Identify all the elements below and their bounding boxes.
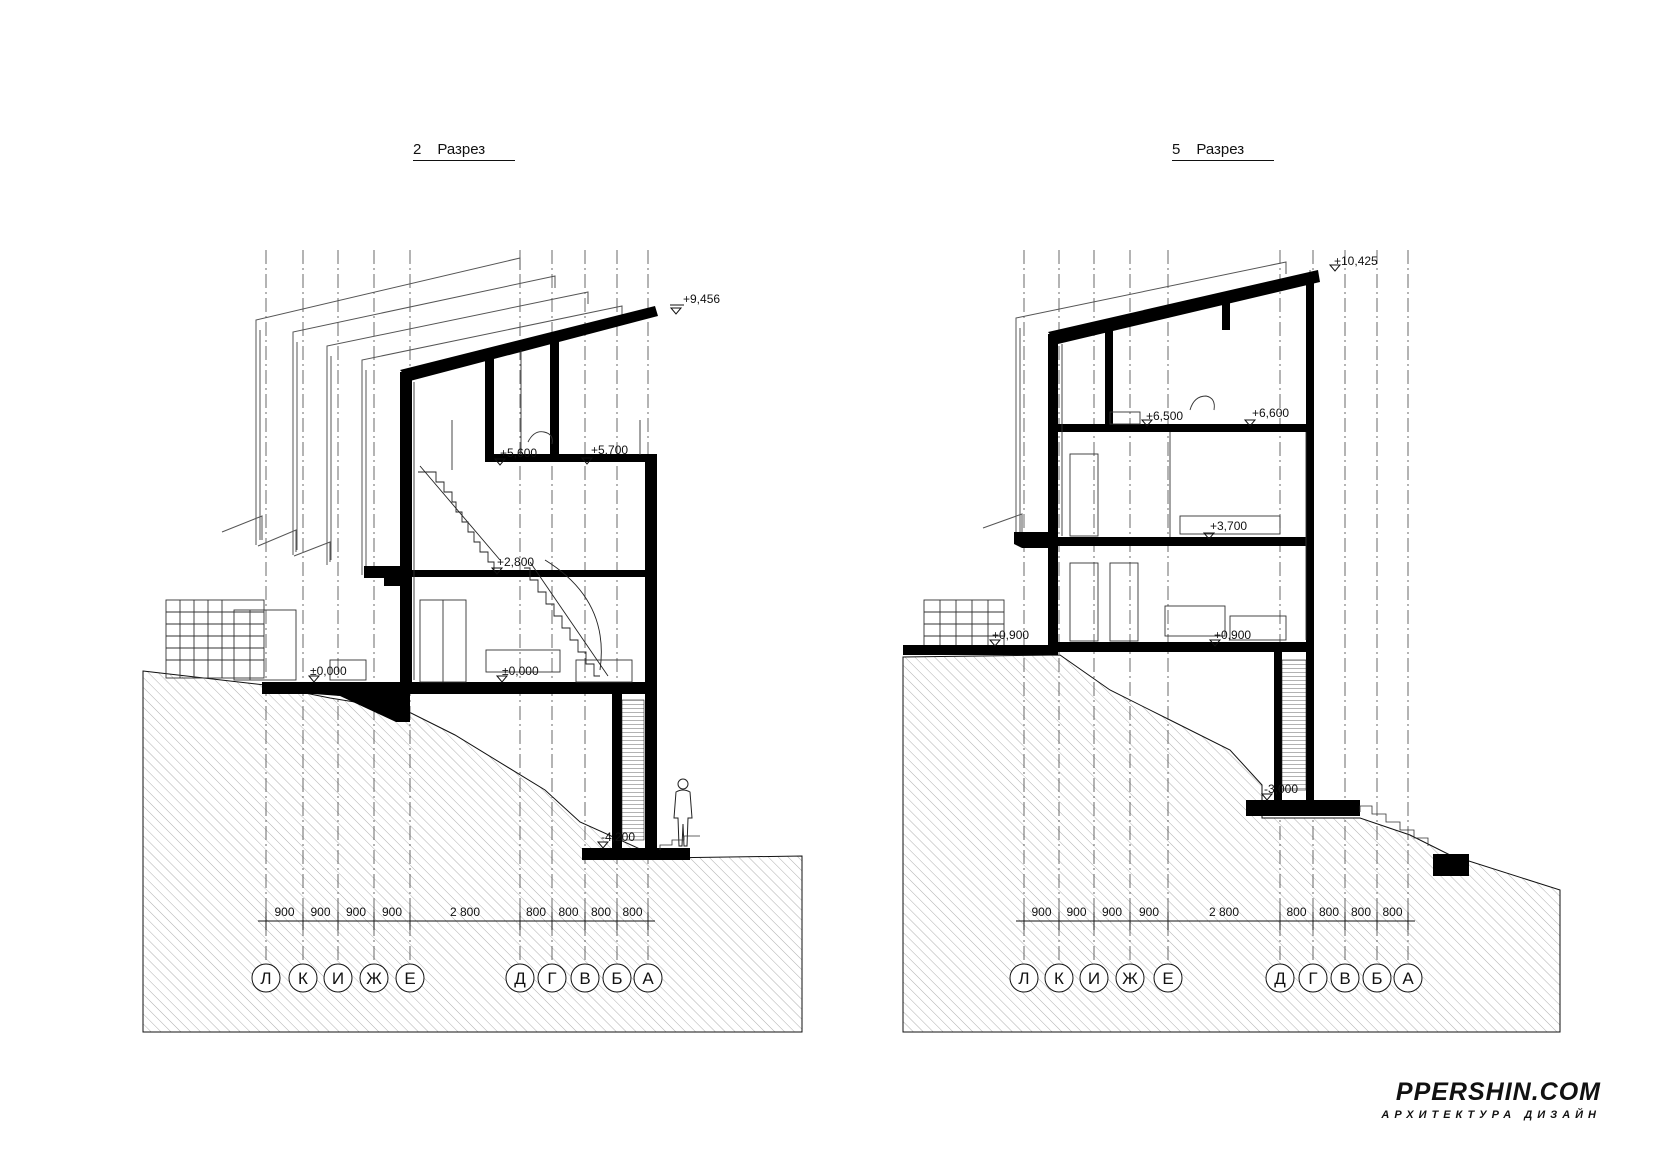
section-5-title: 5 Разрез bbox=[1172, 141, 1275, 161]
axis-label: Б bbox=[611, 969, 622, 988]
section-2-dimension-chain bbox=[258, 912, 655, 930]
axis-label: К bbox=[298, 969, 308, 988]
section-5-dimension-labels: 900 900 900 900 2 800 800 800 800 800 bbox=[1031, 905, 1402, 919]
axis-label: А bbox=[642, 969, 654, 988]
level-label: +2,800 bbox=[497, 555, 534, 569]
section-5-stair-shaft bbox=[1281, 659, 1307, 791]
section-5-steps bbox=[1359, 805, 1429, 846]
section-2-stair-shaft bbox=[621, 699, 645, 841]
level-label: +3,700 bbox=[1210, 519, 1247, 533]
axis-label: И bbox=[332, 969, 344, 988]
section-2-ground bbox=[142, 670, 803, 1033]
dimension-label: 900 bbox=[1031, 905, 1051, 919]
section-5-label: Разрез bbox=[1196, 141, 1245, 158]
axis-label: Ж bbox=[1122, 969, 1138, 988]
axis-label: Ж bbox=[366, 969, 382, 988]
section-2-dimension-labels: 900 900 900 900 2 800 800 800 800 800 bbox=[274, 905, 642, 919]
axis-label: В bbox=[579, 969, 590, 988]
dimension-label: 900 bbox=[1066, 905, 1086, 919]
section-2-stair bbox=[418, 465, 609, 677]
axis-label: А bbox=[1402, 969, 1414, 988]
axis-label: Д bbox=[1274, 969, 1286, 988]
dimension-label: 900 bbox=[346, 905, 366, 919]
brand-logo: PPERSHIN.COM АРХИТЕКТУРА ДИЗАЙН bbox=[1381, 1078, 1601, 1121]
section-2-fence bbox=[165, 599, 297, 681]
brand-tagline: АРХИТЕКТУРА ДИЗАЙН bbox=[1381, 1109, 1601, 1121]
level-label: +0,900 bbox=[1214, 628, 1251, 642]
section-5-dimension-chain bbox=[1016, 912, 1415, 930]
section-5-background-facades bbox=[982, 261, 1311, 540]
axis-label: Г bbox=[1308, 969, 1317, 988]
level-label: +5,700 bbox=[591, 443, 628, 457]
dimension-label: 800 bbox=[622, 905, 642, 919]
level-label: +9,456 bbox=[683, 292, 720, 306]
section-2-interior bbox=[329, 350, 641, 683]
axis-label: Л bbox=[1018, 969, 1029, 988]
section-2: +9,456 +5,600 +5,700 +2,800 ±0,000 ±0,00… bbox=[142, 250, 803, 1033]
level-label: +6,600 bbox=[1252, 406, 1289, 420]
section-5-ground bbox=[902, 654, 1561, 1033]
dimension-label: 900 bbox=[310, 905, 330, 919]
section-5: +10,425 +6,500 +6,600 +3,700 +0,900 +0,9… bbox=[902, 250, 1561, 1033]
axis-label: Д bbox=[514, 969, 526, 988]
section-5-interior bbox=[1061, 344, 1307, 642]
section-2-label: Разрез bbox=[437, 141, 486, 158]
level-label: +6,500 bbox=[1146, 409, 1183, 423]
axis-label: Г bbox=[547, 969, 556, 988]
dimension-label: 800 bbox=[1382, 905, 1402, 919]
dimension-label: 800 bbox=[1351, 905, 1371, 919]
axis-label: Е bbox=[404, 969, 415, 988]
dimension-label: 900 bbox=[382, 905, 402, 919]
section-2-human-figure bbox=[673, 778, 693, 847]
section-2-background-facades bbox=[221, 257, 623, 575]
axis-label: Б bbox=[1371, 969, 1382, 988]
dimension-label: 800 bbox=[1286, 905, 1306, 919]
dimension-label: 800 bbox=[591, 905, 611, 919]
dimension-label: 800 bbox=[558, 905, 578, 919]
axis-label: Е bbox=[1162, 969, 1173, 988]
level-label: +10,425 bbox=[1334, 254, 1378, 268]
level-label: +0,900 bbox=[992, 628, 1029, 642]
section-2-steps bbox=[659, 835, 700, 850]
axis-label: В bbox=[1339, 969, 1350, 988]
dimension-label: 900 bbox=[1139, 905, 1159, 919]
dimension-label: 800 bbox=[526, 905, 546, 919]
level-label: +5,600 bbox=[500, 446, 537, 460]
section-5-structure bbox=[903, 270, 1469, 876]
section-5-level-markers: +10,425 +6,500 +6,600 +3,700 +0,900 +0,9… bbox=[988, 254, 1378, 801]
level-label: -3,000 bbox=[1264, 782, 1298, 796]
section-2-axis-bubbles: Л К И Ж Е Д Г В Б А bbox=[251, 963, 663, 993]
section-5-fence bbox=[923, 599, 1005, 653]
axis-label: К bbox=[1054, 969, 1064, 988]
section-2-level-markers: +9,456 +5,600 +5,700 +2,800 ±0,000 ±0,00… bbox=[307, 292, 720, 849]
dimension-label: 800 bbox=[1319, 905, 1339, 919]
section-5-number: 5 bbox=[1172, 141, 1181, 158]
brand-name: PPERSHIN.COM bbox=[1395, 1078, 1601, 1106]
section-2-structure bbox=[262, 306, 690, 860]
axis-label: Л bbox=[260, 969, 271, 988]
section-2-title: 2 Разрез bbox=[413, 141, 516, 161]
level-label: ±0,000 bbox=[310, 664, 347, 678]
dimension-label: 2 800 bbox=[450, 905, 480, 919]
section-5-axis-bubbles: Л К И Ж Е Д Г В Б А bbox=[1009, 963, 1423, 993]
level-label: -4,200 bbox=[601, 830, 635, 844]
dimension-label: 900 bbox=[274, 905, 294, 919]
dimension-label: 900 bbox=[1102, 905, 1122, 919]
level-label: ±0,000 bbox=[502, 664, 539, 678]
axis-label: И bbox=[1088, 969, 1100, 988]
dimension-label: 2 800 bbox=[1209, 905, 1239, 919]
section-2-number: 2 bbox=[413, 141, 422, 158]
